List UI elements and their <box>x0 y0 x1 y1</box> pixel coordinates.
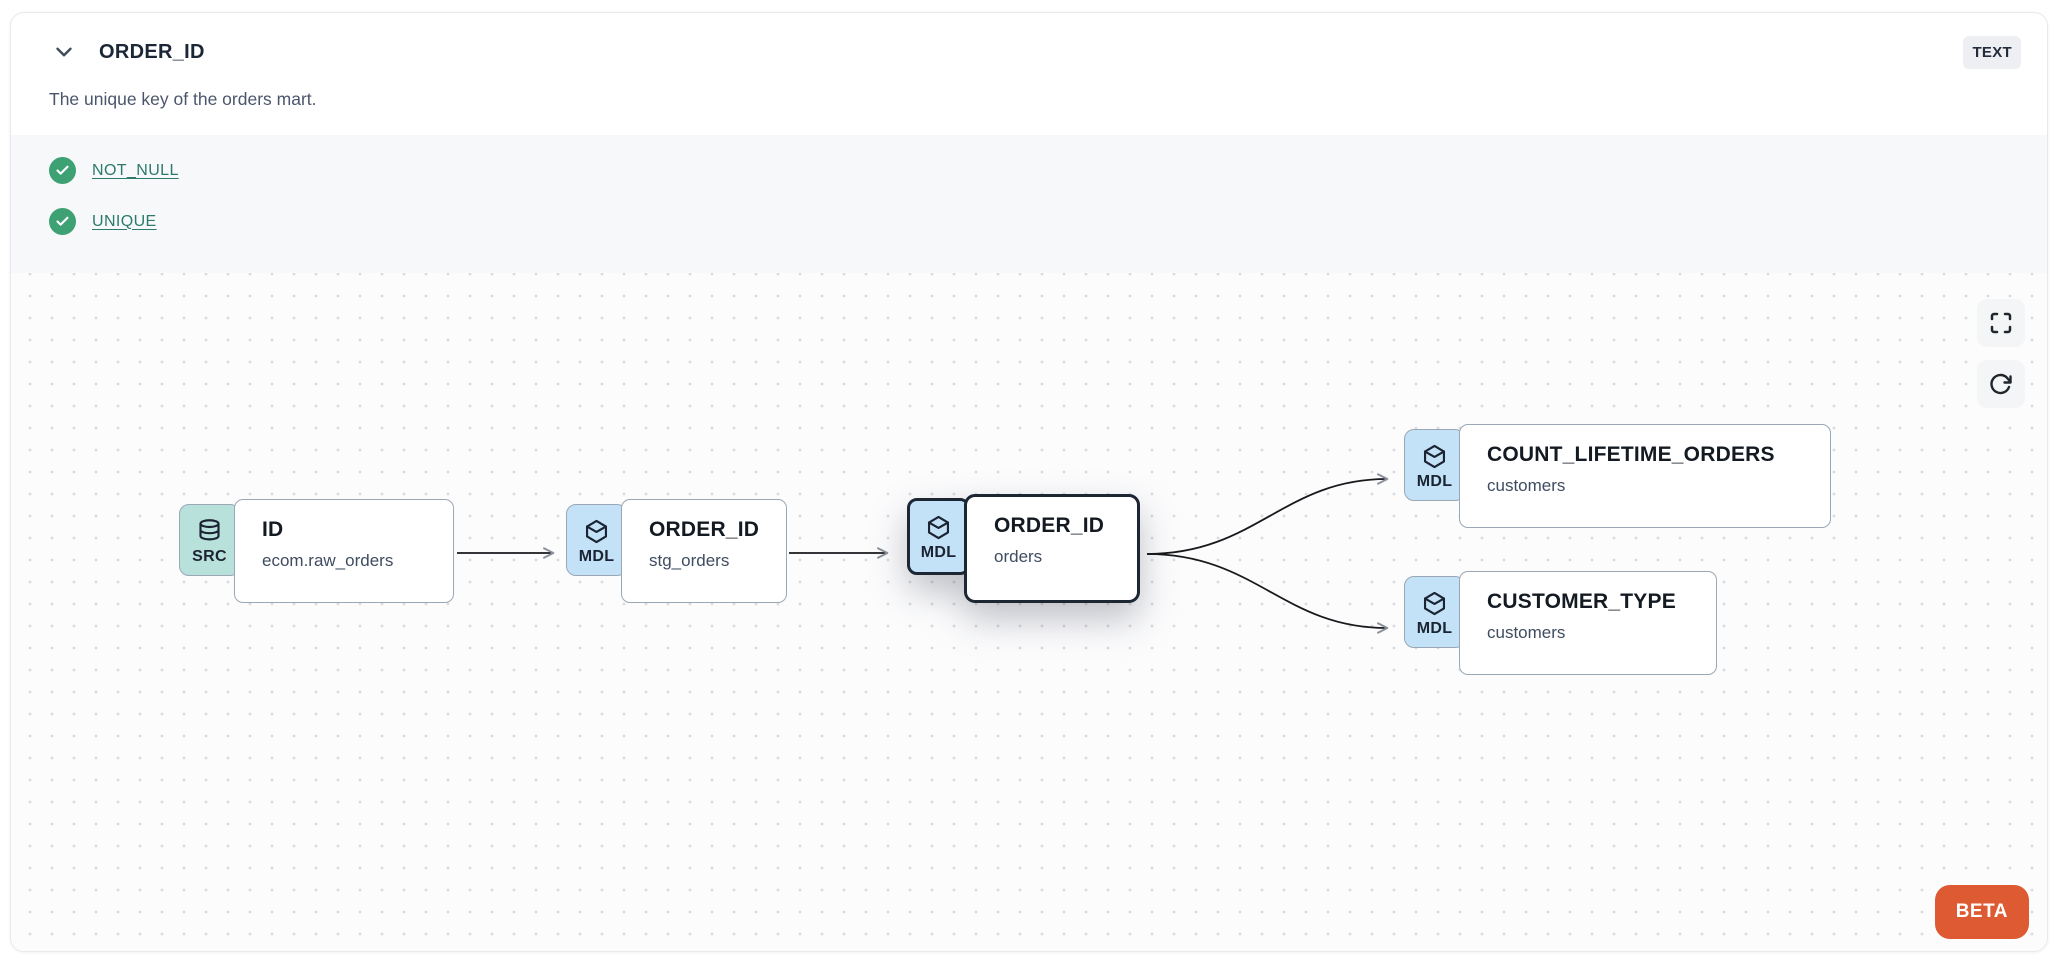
node-title: ID <box>262 518 284 541</box>
lineage-node-count-lifetime-orders[interactable]: MDL COUNT_LIFETIME_ORDERS customers <box>1404 424 1831 528</box>
node-badge-label: MDL <box>1416 619 1453 637</box>
node-type-badge: MDL <box>1404 576 1465 648</box>
test-row: UNIQUE <box>49 208 2009 235</box>
test-link-not-null[interactable]: NOT_NULL <box>92 161 179 179</box>
node-card: ORDER_ID stg_orders <box>621 499 787 603</box>
cube-icon <box>1421 590 1448 617</box>
lineage-edges <box>457 473 1389 634</box>
test-row: NOT_NULL <box>49 157 2009 184</box>
node-subtitle: orders <box>994 547 1043 566</box>
check-circle-icon <box>49 157 76 184</box>
lineage-node-order-id-stg-orders[interactable]: MDL ORDER_ID stg_orders <box>566 499 787 603</box>
node-badge-label: MDL <box>920 544 957 561</box>
test-link-unique[interactable]: UNIQUE <box>92 212 157 230</box>
lineage-node-id-raw-orders[interactable]: SRC ID ecom.raw_orders <box>179 499 454 603</box>
cube-icon <box>1421 443 1448 470</box>
node-type-badge: SRC <box>179 504 240 576</box>
node-subtitle: stg_orders <box>649 551 730 570</box>
node-type-badge: MDL <box>907 498 970 575</box>
node-subtitle: ecom.raw_orders <box>262 551 394 570</box>
node-title: ORDER_ID <box>994 514 1105 537</box>
cube-icon <box>583 518 610 545</box>
lineage-canvas[interactable]: SRC ID ecom.raw_orders MDL ORDER_ID <box>11 273 2047 951</box>
collapse-button[interactable] <box>49 37 79 67</box>
refresh-icon <box>1989 372 2013 396</box>
node-title: ORDER_ID <box>649 518 760 541</box>
column-description: The unique key of the orders mart. <box>49 89 317 109</box>
fullscreen-button[interactable] <box>1977 299 2025 347</box>
card-header: ORDER_ID TEXT <box>11 13 2047 69</box>
tests-section: NOT_NULL UNIQUE <box>11 135 2047 273</box>
database-icon <box>196 518 223 545</box>
canvas-controls <box>1977 299 2025 408</box>
node-subtitle: customers <box>1487 476 1566 495</box>
node-card: COUNT_LIFETIME_ORDERS customers <box>1459 424 1831 528</box>
fullscreen-icon <box>1989 311 2013 335</box>
node-card: ID ecom.raw_orders <box>234 499 454 603</box>
node-title: CUSTOMER_TYPE <box>1487 590 1676 613</box>
cube-icon <box>925 514 952 541</box>
node-badge-label: MDL <box>1416 472 1453 490</box>
node-card: ORDER_ID orders <box>964 494 1140 603</box>
node-type-badge: MDL <box>1404 429 1465 501</box>
column-type-badge: TEXT <box>1963 35 2021 69</box>
check-circle-icon <box>49 208 76 235</box>
node-subtitle: customers <box>1487 623 1566 642</box>
node-card: CUSTOMER_TYPE customers <box>1459 571 1717 675</box>
node-badge-label: SRC <box>192 547 227 565</box>
node-badge-label: MDL <box>578 547 615 565</box>
column-detail-card: ORDER_ID TEXT The unique key of the orde… <box>10 12 2048 952</box>
node-type-badge: MDL <box>566 504 627 576</box>
node-title: COUNT_LIFETIME_ORDERS <box>1487 443 1775 466</box>
lineage-node-customer-type[interactable]: MDL CUSTOMER_TYPE customers <box>1404 571 1717 675</box>
lineage-node-order-id-orders-selected[interactable]: MDL ORDER_ID orders <box>907 494 1140 603</box>
column-title: ORDER_ID <box>99 40 205 63</box>
beta-badge: BETA <box>1934 885 2029 939</box>
refresh-button[interactable] <box>1977 360 2025 408</box>
chevron-down-icon <box>51 39 77 65</box>
